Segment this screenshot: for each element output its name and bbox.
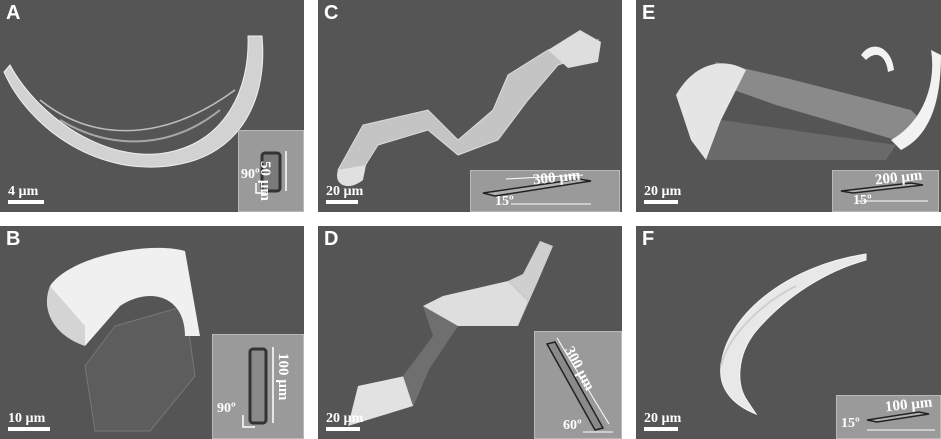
scale-bar-line [644, 427, 678, 431]
design-inset: 200 µm 15º [832, 170, 939, 212]
angle-label: 15º [841, 416, 860, 431]
panel-a: A 4 µm 50 µm 90º [0, 0, 304, 212]
scale-bar: 20 µm [326, 184, 364, 204]
slanted-strip-pattern-graphic [545, 337, 613, 433]
scale-bar: 4 µm [8, 184, 44, 204]
panel-letter: C [324, 2, 339, 24]
angle-label: 90º [241, 167, 260, 182]
scale-bar-line [326, 427, 360, 431]
curved-ribbon-shape [3, 35, 264, 168]
arc-ribbon-shape [720, 253, 867, 416]
scale-bar-line [8, 200, 44, 204]
scale-bar-label: 4 µm [8, 184, 39, 199]
zigzag-ribbon-shape [348, 241, 553, 426]
panel-letter: B [6, 228, 21, 250]
scale-bar-label: 20 µm [644, 411, 682, 426]
scale-bar-label: 10 µm [8, 411, 46, 426]
design-inset: 50 µm 90º [238, 130, 304, 212]
angle-label: 90º [217, 401, 236, 416]
panel-letter: D [324, 228, 339, 250]
dimension-label: 100 µm [275, 353, 291, 401]
parallelogram-pattern-graphic [866, 411, 935, 431]
panel-f: F 20 µm 100 µm 15º [636, 226, 941, 439]
scale-bar-line [8, 427, 50, 431]
parallelogram-pattern-graphic [840, 182, 928, 202]
design-inset: 300 µm 60º [534, 331, 622, 439]
scale-bar: 10 µm [8, 411, 50, 431]
folded-ribbon-shape [676, 46, 941, 160]
scale-bar-label: 20 µm [326, 411, 364, 426]
scale-bar-label: 20 µm [326, 184, 364, 199]
parallelogram-pattern-graphic [482, 174, 592, 205]
scale-bar-line [326, 200, 358, 204]
rectangle-pattern-graphic [242, 347, 274, 428]
scale-bar: 20 µm [326, 411, 364, 431]
angle-label: 15º [495, 194, 514, 209]
rolled-ribbon-shape [46, 247, 200, 432]
scale-bar-label: 20 µm [644, 184, 682, 199]
design-inset: 300 µm 15º [470, 170, 620, 212]
angle-label: 15º [853, 193, 872, 208]
panel-c: C 20 µm 300 µm 15º [318, 0, 622, 212]
panel-letter: E [642, 2, 656, 24]
panel-e: E 20 µm 200 µm 15º [636, 0, 941, 212]
scale-bar: 20 µm [644, 411, 682, 431]
helical-ribbon-shape [337, 30, 601, 187]
panel-d: D 20 µm 300 µm 60º [318, 226, 622, 439]
scale-bar: 20 µm [644, 184, 682, 204]
scale-bar-line [644, 200, 678, 204]
design-inset: 100 µm 15º [836, 395, 941, 439]
panel-letter: F [642, 228, 655, 250]
panel-letter: A [6, 2, 21, 24]
design-inset: 100 µm 90º [212, 334, 304, 439]
angle-label: 60º [563, 418, 582, 433]
panel-b: B 10 µm 100 µm 90º [0, 226, 304, 439]
rectangle-pattern-graphic [255, 151, 287, 194]
